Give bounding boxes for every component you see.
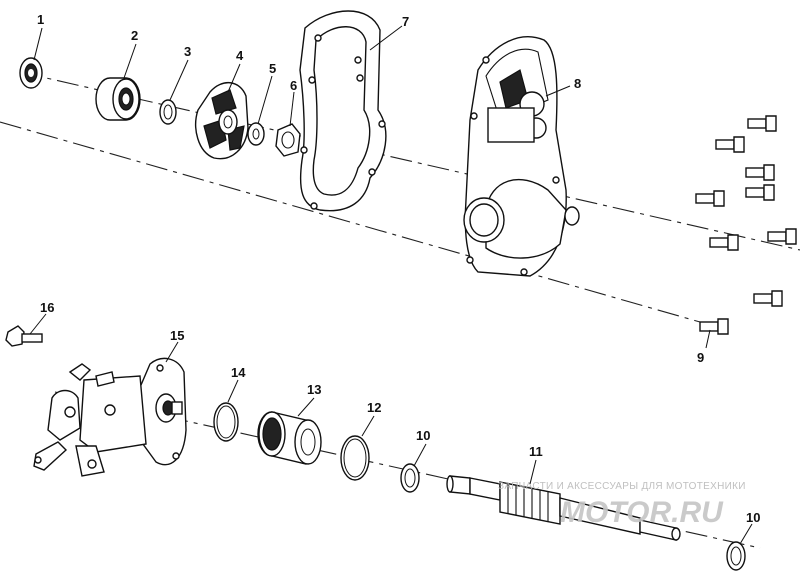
part-6-nut [275,123,301,157]
callout-labels: 1 2 3 4 5 6 7 8 9 10 11 12 13 14 15 16 1… [37,12,760,525]
bolt [699,318,729,335]
part-10-washer-lower [726,541,746,571]
leader-lines [29,25,753,545]
callout-14: 14 [231,365,246,380]
callout-3: 3 [184,44,191,59]
callout-6: 6 [290,78,297,93]
callout-5: 5 [269,61,276,76]
part-3-ring [159,99,177,125]
callout-12: 12 [367,400,381,415]
part-15-pump-body [33,357,187,477]
part-14-o-ring [213,402,239,442]
callout-16: 16 [40,300,54,315]
callout-13: 13 [307,382,321,397]
bolt [745,164,775,181]
part-13-sleeve [257,411,322,465]
part-2-bearing [95,77,141,121]
part-5-washer [247,122,265,146]
callout-10-lower: 10 [746,510,760,525]
callout-10-upper: 10 [416,428,430,443]
callout-8: 8 [574,76,581,91]
callout-4: 4 [236,48,244,63]
part-12-o-ring [340,435,370,481]
bolt [745,184,775,201]
bolt [695,190,725,207]
part-9-bolts [695,115,797,335]
watermark: ЗАПЧАСТИ И АКСЕССУАРЫ ДЛЯ МОТОТЕХНИКИ MO… [498,481,746,529]
bolt [715,136,745,153]
assembly-axes [0,71,800,549]
callout-9: 9 [697,350,704,365]
part-1-seal [19,57,43,89]
bolt [747,115,777,132]
bolt [709,234,739,251]
callout-11: 11 [529,444,543,459]
callout-15: 15 [170,328,184,343]
bolt [753,290,783,307]
callout-1: 1 [37,12,44,27]
part-4-impeller [195,82,249,160]
part-8-pump-cover [463,36,580,277]
watermark-logo: MOTOR.RU [560,496,724,529]
watermark-caption: ЗАПЧАСТИ И АКСЕССУАРЫ ДЛЯ МОТОТЕХНИКИ [498,481,746,492]
bolt [767,228,797,245]
part-11-shaft [446,475,681,541]
part-16-bolt [5,325,43,347]
part-7-gasket [299,10,387,212]
callout-2: 2 [131,28,138,43]
callout-7: 7 [402,14,409,29]
part-10-washer-upper [400,463,420,493]
